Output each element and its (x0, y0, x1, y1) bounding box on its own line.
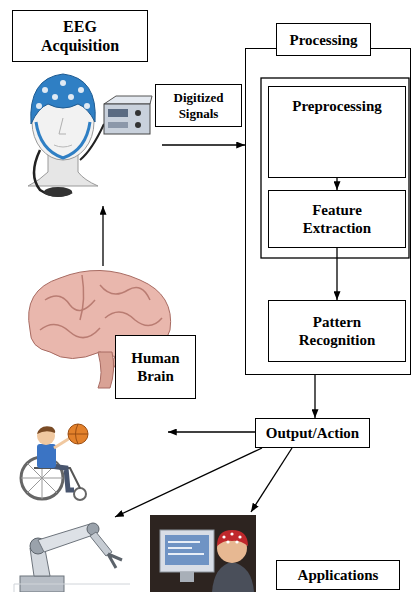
brain-illustration (105, 312, 162, 326)
eeg-cap-illustration (68, 94, 74, 100)
eeg-user-photo (235, 540, 238, 543)
eeg-user-photo (217, 530, 248, 546)
application-pointer-arrows (115, 448, 262, 517)
eeg-cap-illustration (28, 74, 152, 197)
eeg-cap-illustration (54, 145, 72, 147)
eeg-user-photo (230, 532, 233, 535)
inner-processing-frame (261, 78, 409, 258)
application-pointer-arrows (115, 432, 292, 517)
arrow-connector (336, 178, 337, 190)
wheelchair-illustration (37, 427, 55, 445)
eeg-cap-illustration (104, 96, 152, 104)
eeg-cap-illustration (52, 94, 58, 100)
brain-illustration (98, 352, 114, 388)
application-pointer-arrows (251, 448, 292, 512)
eeg-user-photo (180, 572, 194, 582)
output-box: Output/Action (255, 418, 370, 448)
eeg-user-photo (238, 535, 241, 538)
wheelchair-illustration (37, 444, 56, 468)
eeg-user-photo (160, 530, 214, 572)
wheelchair-illustration (21, 424, 88, 500)
eeg-user-photo (226, 540, 229, 543)
wheelchair-illustration (54, 438, 70, 448)
heading-box: EEG Acquisition (12, 10, 148, 62)
node-label: Feature Extraction (287, 201, 387, 237)
process-box: Pattern Recognition (268, 300, 406, 362)
wheelchair-illustration (68, 424, 88, 444)
brain-illustration (40, 324, 100, 337)
signal-box: Digitized Signals (155, 84, 242, 127)
heading-box: Human Brain (115, 335, 196, 399)
eeg-cap-illustration (78, 87, 84, 93)
eeg-user-photo (165, 535, 209, 565)
robot-arm-illustration (14, 584, 130, 592)
process-box: Preprocessing (268, 86, 406, 178)
eeg-cap-illustration (80, 124, 104, 160)
eeg-cap-illustration (135, 122, 141, 128)
wheelchair-illustration (50, 466, 74, 490)
arrow-connector (162, 144, 245, 145)
brain-illustration (100, 285, 150, 300)
arrow-connector (102, 206, 103, 266)
eeg-cap-illustration (108, 122, 128, 128)
acquisition-region: EEG Acquisition (10, 8, 162, 206)
eeg-cap-illustration (135, 110, 141, 116)
brain-illustration (45, 296, 95, 310)
processing-frame: PreprocessingFeature ExtractionPattern R… (245, 48, 411, 375)
eeg-cap-illustration (104, 104, 150, 134)
eeg-user-photo (150, 515, 256, 592)
wheelchair-illustration (74, 488, 86, 500)
node-label: Digitized Signals (156, 90, 241, 121)
eeg-user-photo (150, 515, 256, 592)
eeg-user-photo (212, 562, 254, 592)
eeg-cap-illustration (59, 118, 66, 134)
node-label: EEG Acquisition (32, 17, 128, 55)
node-label: Output/Action (266, 424, 359, 442)
wheelchair-illustration (68, 424, 88, 444)
node-label: Human Brain (121, 349, 191, 385)
robot-arm-illustration (108, 554, 122, 568)
eeg-cap-illustration (108, 109, 128, 117)
robot-arm-illustration (14, 523, 130, 592)
eeg-cap-illustration (44, 187, 72, 197)
node-label: Processing (289, 31, 357, 49)
eeg-cap-illustration (84, 103, 90, 109)
application-pointer-arrows (168, 431, 255, 432)
brain-illustration (80, 275, 84, 320)
label-box: Applications (276, 560, 400, 590)
eeg-user-photo (222, 535, 225, 538)
arrow-connector (336, 248, 337, 300)
wheelchair-illustration (34, 468, 80, 488)
eeg-cap-illustration (42, 87, 48, 93)
eeg-user-photo (168, 542, 204, 554)
eeg-cap-illustration (36, 103, 42, 109)
eeg-cap-illustration (31, 74, 95, 124)
robot-arm-illustration (90, 532, 112, 556)
process-box: Feature Extraction (268, 190, 406, 248)
node-label: Pattern Recognition (285, 313, 389, 349)
brain-region: Human Brain (20, 266, 192, 402)
arrow-connector (314, 375, 315, 418)
wheelchair-illustration (37, 426, 55, 434)
node-label: Preprocessing (292, 97, 381, 115)
heading-box: Processing (276, 23, 371, 56)
eeg-cap-illustration (36, 122, 90, 158)
eeg-cap-illustration (60, 80, 66, 86)
node-label: Applications (298, 566, 379, 584)
inner-processing-frame (261, 78, 409, 258)
